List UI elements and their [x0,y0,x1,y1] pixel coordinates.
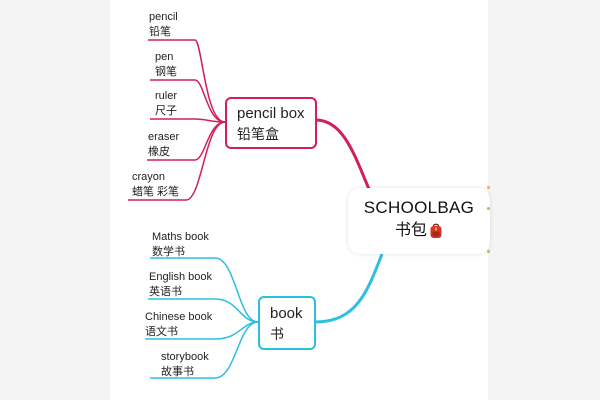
leaf-ruler: ruler 尺子 [155,89,177,119]
connector-crayon [128,121,226,201]
branch-node-pencil-box: pencil box 铅笔盒 [225,97,317,149]
connector-central-book [315,253,384,324]
backpack-icon [429,223,443,239]
leaf-label-en: storybook [161,351,209,363]
branch-label-en: pencil box [237,105,305,122]
leaf-label-en: pencil [149,11,178,23]
connector-pencil [148,39,226,123]
leaf-label-zh: 尺子 [155,105,177,117]
edge-marker [487,207,490,210]
branch-label-zh: 铅笔盒 [237,126,279,142]
connector-ruler [150,118,226,123]
leaf-english-book: English book 英语书 [149,270,212,300]
leaf-label-en: Chinese book [145,311,213,323]
edge-marker [487,186,490,189]
leaf-label-en: crayon [132,171,166,183]
leaf-label-zh: 语文书 [145,326,178,338]
connector-english-book [148,298,259,323]
leaf-label-zh: 钢笔 [155,66,177,78]
leaf-chinese-book: Chinese book 语文书 [145,310,212,340]
right-margin-panel [488,0,600,400]
leaf-pencil: pencil 铅笔 [149,10,178,40]
connector-maths-book [150,257,259,323]
connector-pen [150,79,226,123]
branch-node-book: book 书 [258,296,316,350]
connector-storybook [150,321,259,379]
leaf-label-zh: 蜡笔 彩笔 [132,186,180,198]
edge-marker [487,250,490,253]
connector-central-pencil-box [315,118,374,197]
central-subtitle: 书包 [394,222,427,239]
leaf-label-en: ruler [155,90,178,102]
central-node: SCHOOLBAG 书包 [348,188,490,254]
leaf-label-zh: 铅笔 [149,26,171,38]
leaf-label-en: Maths book [152,231,209,243]
leaf-label-en: English book [149,271,212,283]
central-title: SCHOOLBAG [363,198,475,217]
leaf-label-zh: 橡皮 [148,146,170,158]
leaf-label-zh: 故事书 [161,366,194,378]
watermark: 百家号/后享社 [404,380,474,392]
leaf-label-zh: 数学书 [152,246,185,258]
branch-label-zh: 书 [270,326,284,342]
branch-label-en: book [270,305,303,322]
leaf-crayon: crayon 蜡笔 彩笔 [132,170,179,200]
leaf-eraser: eraser 橡皮 [148,130,179,160]
leaf-storybook: storybook 故事书 [161,350,209,380]
leaf-label-en: eraser [148,131,180,143]
left-margin-panel [0,0,110,400]
leaf-label-en: pen [155,51,174,63]
leaf-label-zh: 英语书 [149,286,182,298]
leaf-maths-book: Maths book 数学书 [152,230,209,260]
leaf-pen: pen 钢笔 [155,50,177,80]
